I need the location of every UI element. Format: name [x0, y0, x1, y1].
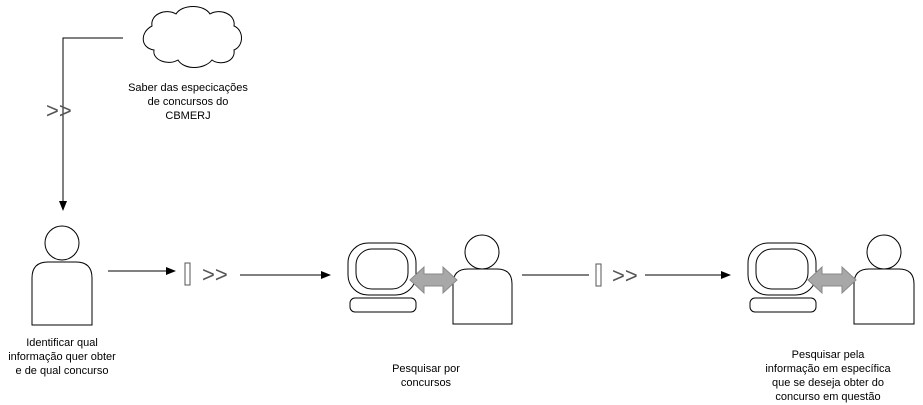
- step-label-line: Pesquisar por: [392, 363, 460, 375]
- step-label-line: concurso em questão: [775, 391, 881, 403]
- user-icon: [31, 225, 93, 326]
- step-label-line: Identificar qual: [26, 337, 98, 349]
- goal-cloud-icon: [142, 6, 242, 68]
- chevron-icon: >>: [202, 262, 228, 287]
- goal-label-line: CBMERJ: [165, 110, 211, 122]
- step-1-label: Identificar qual informação quer obter e…: [0, 336, 124, 378]
- chevron-icon: >>: [46, 98, 72, 123]
- step-label-line: Pesquisar pela: [791, 349, 865, 361]
- step-label-line: informação em específica: [765, 363, 891, 375]
- step-label-line: e de qual concurso: [15, 365, 109, 377]
- computer-icon: [747, 242, 817, 313]
- goal-label-line: de concursos do: [147, 96, 229, 108]
- user-icon: [452, 234, 513, 325]
- goal-label-line: Saber das especicações: [128, 82, 248, 94]
- document-marker-icon: [184, 262, 191, 286]
- step-label-line: informação quer obter: [8, 351, 116, 363]
- step-2-label: Pesquisar por concursos: [366, 362, 486, 390]
- step-label-line: que se deseja obter do: [772, 377, 884, 389]
- computer-icon: [347, 242, 417, 313]
- chevron-icon: >>: [612, 263, 638, 288]
- goal-connector: [59, 37, 123, 211]
- interaction-arrow-icon: [807, 265, 857, 295]
- step-3-label: Pesquisar pela informação em específica …: [754, 348, 902, 404]
- goal-label: Saber das especicações de concursos do C…: [118, 81, 258, 123]
- step-label-line: concursos: [400, 377, 452, 389]
- document-marker-icon: [595, 263, 602, 287]
- interaction-arrow-icon: [409, 265, 458, 295]
- user-icon: [853, 234, 915, 325]
